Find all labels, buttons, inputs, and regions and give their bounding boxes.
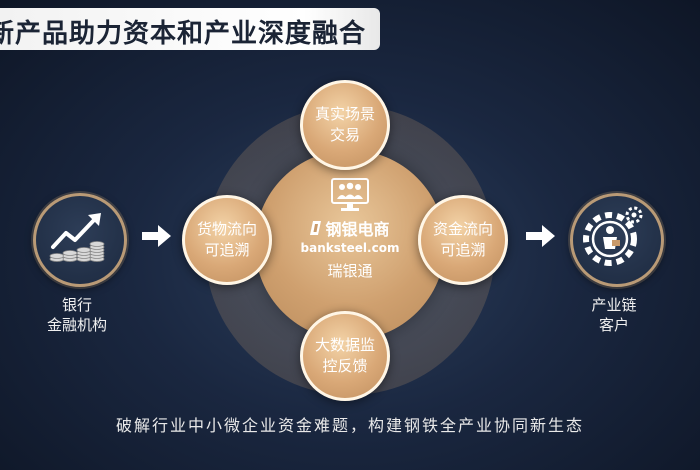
- growth-chart-coins-icon: [49, 213, 105, 262]
- center-circle: [255, 150, 445, 340]
- node-funds-traceable: 资金流向 可追溯: [418, 195, 508, 285]
- product-name: 瑞银通: [327, 262, 373, 280]
- center-logo: 钢银电商 banksteel.com 瑞银通: [290, 178, 410, 298]
- gear-worker-icon: [583, 206, 643, 266]
- customer-label: 产业链 客户: [591, 296, 637, 334]
- bank-label: 银行 金融机构: [46, 296, 107, 334]
- page-title: 新产品助力资本和产业深度融合: [0, 19, 367, 49]
- node-goods-traceable: 货物流向 可追溯: [182, 195, 272, 285]
- arrow-right-icon: [142, 225, 171, 247]
- brand-logo-text: 钢银电商: [325, 220, 390, 239]
- bank-circle: [33, 193, 127, 287]
- customer-circle: [570, 193, 664, 287]
- node-bigdata-monitor: 大数据监 控反馈: [300, 311, 390, 401]
- brand-url: banksteel.com: [300, 241, 400, 255]
- brand-mark-icon: [310, 221, 322, 235]
- footer-slogan: 破解行业中小微企业资金难题，构建钢铁全产业协同新生态: [115, 416, 584, 435]
- title-banner: [0, 8, 380, 50]
- brand-row: 钢银电商: [310, 216, 390, 240]
- arrow-right-icon: [526, 225, 555, 247]
- monitor-users-icon: [331, 178, 369, 211]
- node-real-scene-trade: 真实场景 交易: [300, 80, 390, 170]
